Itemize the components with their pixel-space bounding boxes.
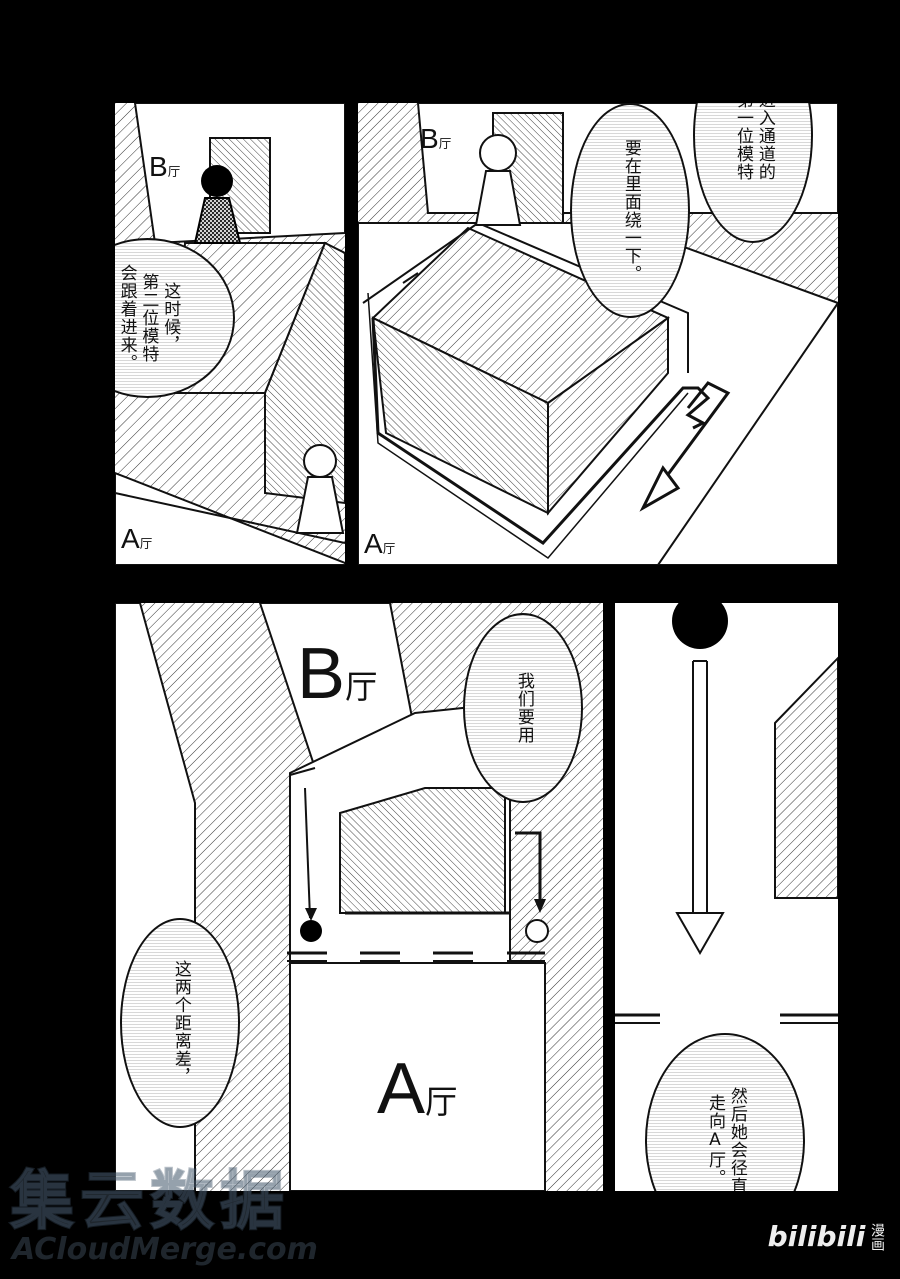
hall-letter: B xyxy=(149,151,168,182)
hall-suffix: 厅 xyxy=(345,669,378,705)
hall-suffix: 厅 xyxy=(425,1084,458,1120)
hall-suffix: 厅 xyxy=(382,542,396,556)
hall-letter: A xyxy=(377,1049,426,1129)
watermark: 集云数据 xyxy=(9,1164,290,1240)
bubble-line: 第一位模特 xyxy=(733,103,753,181)
bubble-line: 会跟着进来。 xyxy=(116,264,137,372)
brand-mark: bilibili 漫画 xyxy=(767,1220,885,1253)
bubble-line: 第二位模特 xyxy=(138,273,159,363)
panel-1: B厅 A厅 这时候， 第二位模特 会跟着进来。 xyxy=(115,103,345,565)
brand-text: 漫画 xyxy=(869,1222,885,1251)
bubble-line: 这两个距离差， xyxy=(170,960,191,1086)
speech-bubble: 要在里面绕一下。 xyxy=(570,103,690,318)
hall-suffix: 厅 xyxy=(438,137,452,151)
hall-letter: B xyxy=(297,634,346,714)
bubble-line: 我们要用 xyxy=(513,672,534,744)
bubble-line: 走向A厅。 xyxy=(705,1094,725,1187)
speech-bubble: 我们要用 xyxy=(463,613,583,803)
hall-b-label: B厅 xyxy=(297,633,377,715)
hall-suffix: 厅 xyxy=(167,165,181,179)
bubble-line: 这时候， xyxy=(160,282,181,354)
panel-4: 然后她会径直 走向A厅。 xyxy=(615,603,838,1191)
hall-suffix: 厅 xyxy=(139,537,153,551)
panel-2: B厅 A厅 要在里面绕一下。 进入通道的 第一位模特 xyxy=(358,103,838,565)
hall-a-label: A厅 xyxy=(121,523,152,555)
bubble-line: 进入通道的 xyxy=(754,103,775,181)
panel-3: B厅 A厅 我们要用 这两个距离差， xyxy=(115,603,603,1191)
watermark-url: ACloudMerge.com xyxy=(12,1232,318,1267)
hall-letter: B xyxy=(420,123,439,154)
hall-b-label: B厅 xyxy=(149,151,180,183)
hall-letter: A xyxy=(121,523,140,554)
panel-1-scene xyxy=(115,103,345,565)
bubble-line: 要在里面绕一下。 xyxy=(620,138,641,283)
hall-b-label: B厅 xyxy=(420,123,451,155)
bubble-line: 然后她会径直 xyxy=(726,1086,747,1192)
hall-a-label: A厅 xyxy=(364,528,395,560)
hall-a-label: A厅 xyxy=(377,1048,457,1130)
speech-bubble: 这两个距离差， xyxy=(120,918,240,1128)
bilibili-logo-icon: bilibili xyxy=(767,1220,866,1253)
hall-letter: A xyxy=(364,528,383,559)
